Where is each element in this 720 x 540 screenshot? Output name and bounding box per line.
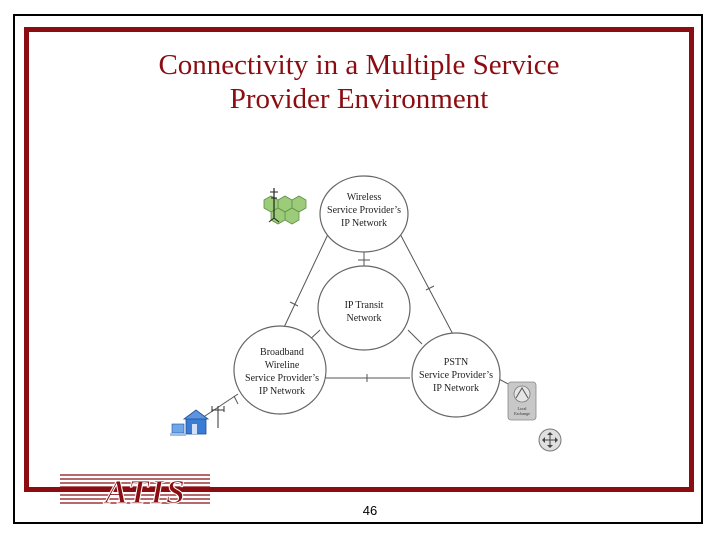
broadband-network-cloud bbox=[233, 325, 327, 415]
transit-label-2: Network bbox=[347, 313, 382, 324]
link-wireless-broadband bbox=[277, 229, 331, 341]
atis-logo-text: ATIS bbox=[103, 474, 187, 508]
broadband-label-4: IP Network bbox=[259, 386, 305, 397]
atis-logo: ATIS bbox=[60, 474, 210, 508]
slide-red-border bbox=[24, 27, 694, 492]
device-label-1: Local bbox=[517, 406, 527, 411]
cell-tower-icon bbox=[263, 188, 307, 225]
pstn-label-1: PSTN bbox=[444, 357, 468, 368]
wireless-label-3: IP Network bbox=[341, 218, 387, 229]
pstn-label-2: Service Provider’s bbox=[419, 370, 493, 381]
wireless-label-1: Wireless bbox=[347, 192, 382, 203]
local-exchange-icon: Local Exchange bbox=[507, 381, 537, 421]
network-diagram: Wireless Service Provider’s IP Network I… bbox=[170, 175, 562, 452]
pstn-network-cloud bbox=[411, 332, 501, 418]
broadband-label-1: Broadband bbox=[260, 347, 304, 358]
link-wireless-pstn bbox=[397, 229, 457, 341]
link-broadband-house bbox=[201, 393, 239, 419]
slide-title: Connectivity in a Multiple Service Provi… bbox=[24, 48, 694, 116]
house-computer-icon bbox=[170, 409, 210, 436]
pstn-label-3: IP Network bbox=[433, 383, 479, 394]
transit-label-1: IP Transit bbox=[345, 300, 384, 311]
device-label-2: Exchange bbox=[514, 411, 530, 416]
wireless-network-cloud bbox=[319, 175, 409, 253]
page-number: 46 bbox=[362, 503, 378, 518]
broadband-label-2: Wireline bbox=[265, 360, 300, 371]
broadband-label-3: Service Provider’s bbox=[245, 373, 319, 384]
router-icon bbox=[538, 428, 562, 452]
title-line-1: Connectivity in a Multiple Service bbox=[158, 49, 560, 81]
title-line-2: Provider Environment bbox=[229, 83, 489, 115]
wireless-label-2: Service Provider’s bbox=[327, 205, 401, 216]
link-transit-pstn bbox=[407, 329, 423, 345]
utility-pole-icon bbox=[211, 406, 225, 428]
ip-transit-cloud bbox=[317, 265, 411, 351]
